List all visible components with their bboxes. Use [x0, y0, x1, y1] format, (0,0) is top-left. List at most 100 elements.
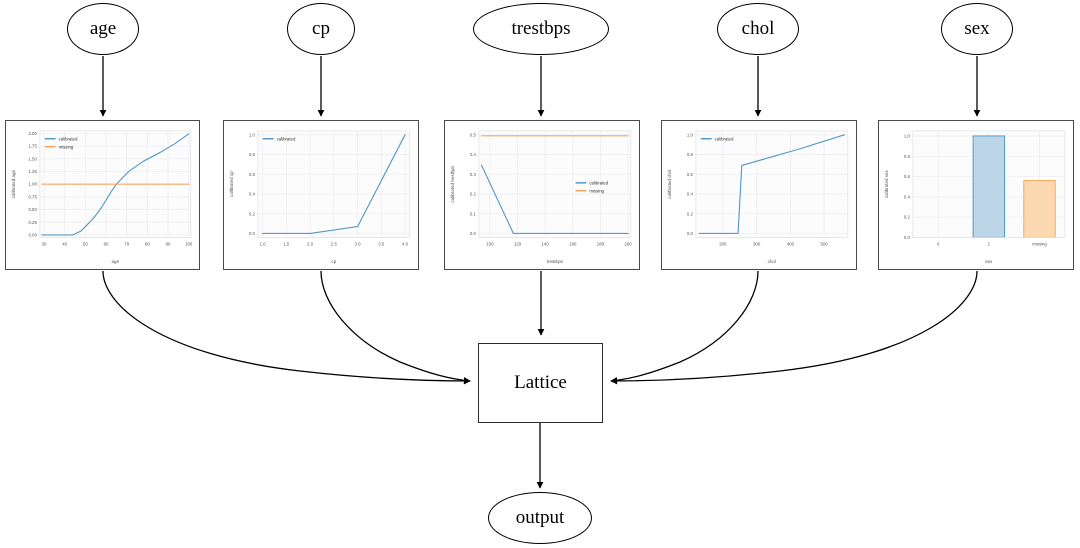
svg-text:140: 140: [542, 241, 550, 246]
x-axis-label: cp: [331, 259, 336, 264]
svg-text:0.5: 0.5: [470, 132, 477, 137]
input-node-chol[interactable]: chol: [717, 3, 799, 55]
svg-text:missing: missing: [1032, 241, 1047, 246]
series-line-calibrated: [698, 134, 845, 235]
svg-text:0.4: 0.4: [249, 192, 256, 197]
y-tick-labels: 0.000.250.500.751.001.251.501.752.00: [28, 131, 37, 237]
svg-text:3.5: 3.5: [378, 241, 385, 246]
svg-text:2.5: 2.5: [331, 241, 338, 246]
svg-text:0.25: 0.25: [28, 220, 37, 225]
series-line-calibrated: [262, 134, 406, 235]
svg-text:0.4: 0.4: [470, 152, 477, 157]
input-node-sex[interactable]: sex: [941, 3, 1013, 55]
svg-text:0.2: 0.2: [470, 192, 477, 197]
svg-text:0.6: 0.6: [687, 172, 694, 177]
svg-text:50: 50: [83, 241, 88, 246]
chart-legend: calibrated: [700, 136, 734, 141]
x-tick-labels: 200 300 400 500: [719, 241, 828, 246]
svg-text:1.50: 1.50: [28, 156, 37, 161]
y-axis-label: calibrated age: [11, 169, 16, 198]
svg-text:300: 300: [753, 241, 761, 246]
legend-label-calibrated: calibrated: [59, 136, 78, 141]
y-tick-labels: 0.0 0.1 0.2 0.3 0.4 0.5: [470, 132, 477, 236]
chart-panel-chol: 0.0 0.2 0.4 0.6 0.8 1.0 200 300 400 500 chol calibr…: [661, 120, 857, 270]
edge-cp-plot-to-lattice: [320, 270, 471, 384]
svg-text:0.0: 0.0: [470, 231, 477, 236]
x-axis-label: chol: [768, 259, 776, 264]
svg-text:0.2: 0.2: [687, 211, 694, 216]
svg-text:0.50: 0.50: [28, 207, 37, 212]
chart-legend: calibrated missing: [44, 136, 78, 149]
svg-text:0.2: 0.2: [904, 215, 911, 220]
svg-text:180: 180: [597, 241, 605, 246]
svg-text:100: 100: [486, 241, 494, 246]
svg-text:0.00: 0.00: [28, 232, 37, 237]
bar-1: [972, 135, 1006, 238]
svg-text:0.8: 0.8: [687, 152, 694, 157]
y-axis-label: calibrated chol: [667, 170, 672, 199]
series-line-calibrated: [481, 164, 629, 235]
svg-text:30: 30: [42, 241, 47, 246]
bar-missing: [1023, 180, 1056, 238]
svg-text:0.4: 0.4: [687, 192, 694, 197]
svg-text:60: 60: [104, 241, 109, 246]
svg-text:0.1: 0.1: [470, 211, 477, 216]
edge-chol-plot-to-lattice: [610, 270, 759, 384]
svg-text:100: 100: [185, 241, 193, 246]
legend-label-missing: missing: [59, 144, 74, 149]
input-node-label: cp: [312, 18, 330, 39]
edge-age-plot-to-lattice: [102, 270, 471, 385]
svg-text:400: 400: [787, 241, 795, 246]
x-axis-label: age: [112, 259, 120, 264]
legend-label-calibrated: calibrated: [277, 136, 296, 141]
svg-text:0.6: 0.6: [249, 172, 256, 177]
y-axis-label: calibrated sex: [884, 169, 889, 198]
plot-area: [478, 130, 631, 238]
input-node-age[interactable]: age: [67, 3, 139, 55]
grid-lines: [695, 130, 848, 238]
svg-text:1.75: 1.75: [28, 144, 37, 149]
svg-text:1.5: 1.5: [283, 241, 290, 246]
y-tick-labels: 0.0 0.2 0.4 0.6 0.8 1.0: [687, 132, 694, 236]
svg-text:0.2: 0.2: [249, 211, 256, 216]
series-line-calibrated: [41, 133, 190, 236]
y-tick-labels: 0.00.20.40.60.81.0: [249, 132, 256, 236]
input-node-label: sex: [964, 18, 990, 39]
input-node-trestbps[interactable]: trestbps: [473, 3, 609, 55]
y-tick-labels: 0.00.20.40.60.81.0: [904, 134, 911, 240]
svg-text:500: 500: [821, 241, 829, 246]
input-node-cp[interactable]: cp: [287, 3, 355, 55]
chart-chol: 0.0 0.2 0.4 0.6 0.8 1.0 200 300 400 500 chol calibr…: [662, 121, 856, 269]
edge-sex-plot-to-lattice: [610, 270, 978, 385]
svg-text:1.0: 1.0: [687, 132, 694, 137]
svg-text:80: 80: [145, 241, 150, 246]
svg-text:1.0: 1.0: [249, 132, 256, 137]
svg-text:0.6: 0.6: [904, 174, 911, 179]
svg-text:200: 200: [719, 241, 727, 246]
y-axis-label: calibrated cp: [229, 171, 234, 197]
output-node[interactable]: output: [488, 492, 592, 544]
lattice-node[interactable]: Lattice: [478, 343, 603, 423]
chart-legend: calibrated: [262, 136, 296, 141]
y-axis-label: calibrated trestbps: [450, 165, 455, 203]
svg-text:4.0: 4.0: [402, 241, 409, 246]
x-axis-label: sex: [985, 259, 993, 264]
svg-text:1.00: 1.00: [28, 182, 37, 187]
svg-text:0.0: 0.0: [687, 231, 694, 236]
legend-label-calibrated: calibrated: [715, 136, 734, 141]
plot-area: [695, 130, 848, 238]
svg-text:0.3: 0.3: [470, 172, 477, 177]
